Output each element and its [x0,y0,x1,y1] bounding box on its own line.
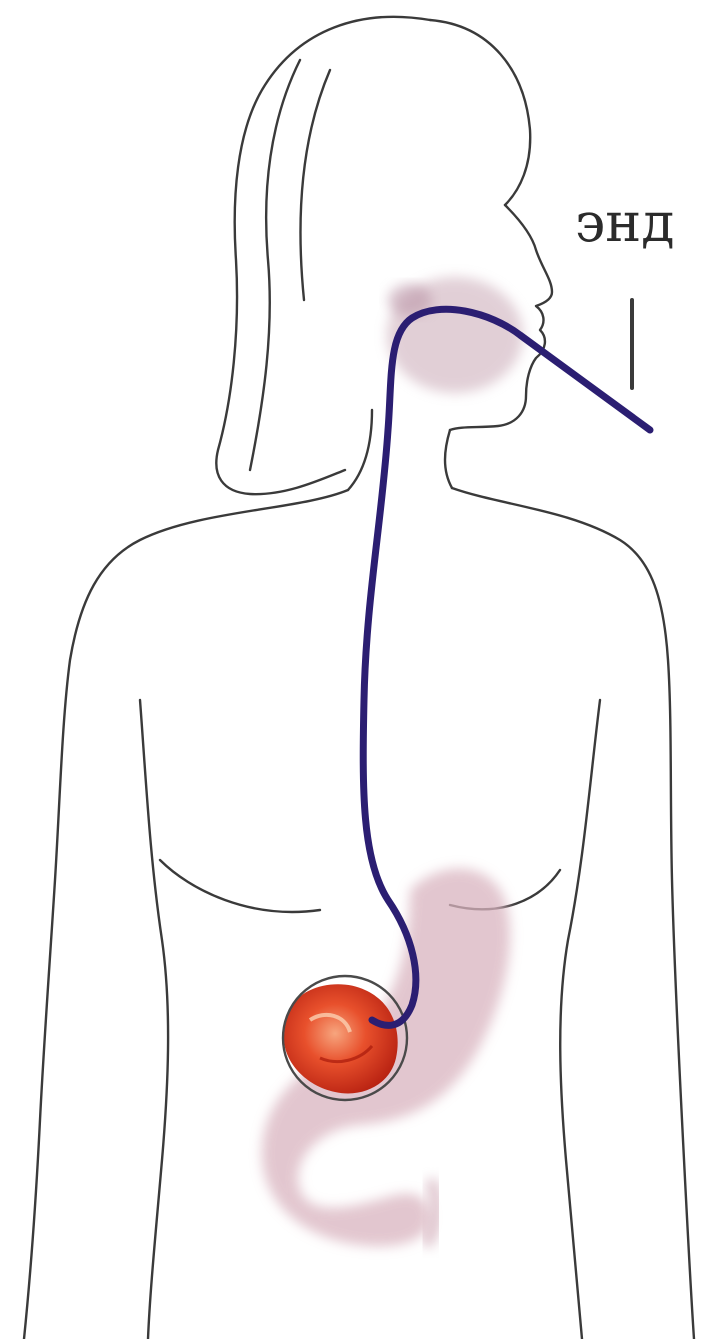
neck-back [348,410,372,490]
throat-tint [387,277,523,393]
left-arm-inner [140,700,168,1339]
hair-back-lines [250,60,300,470]
hair-inner-line [300,70,330,300]
right-arm-inner [560,700,600,1339]
hair-front-line [430,20,530,205]
left-breast-line [160,860,320,912]
neck-front [445,430,452,488]
endoscope-label: энд [575,196,674,250]
